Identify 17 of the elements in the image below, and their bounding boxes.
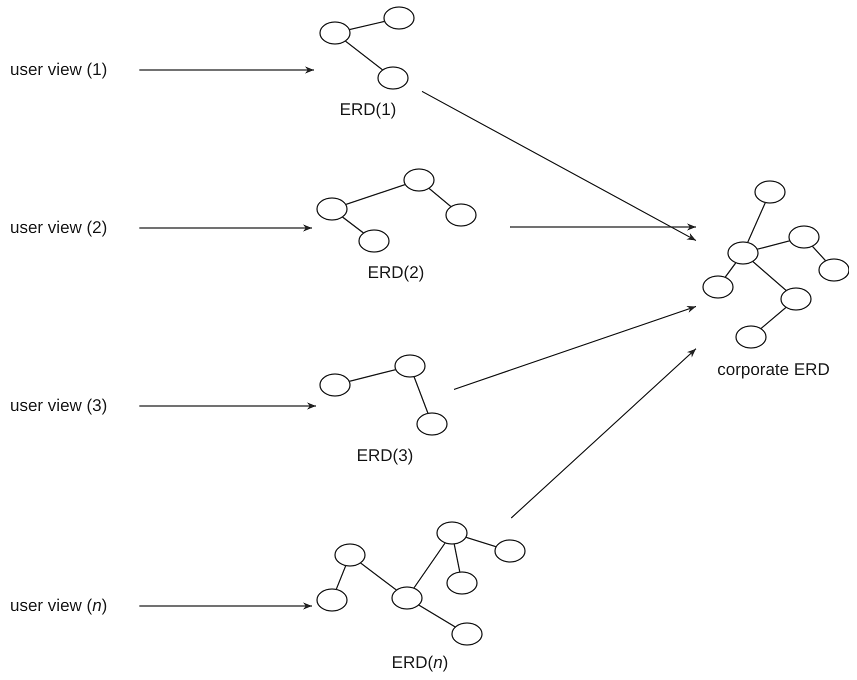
- view-label: user view (n): [10, 595, 108, 617]
- view-label: user view (2): [10, 217, 108, 239]
- arrow: [139, 602, 312, 610]
- view-label: user view (3): [10, 395, 108, 417]
- diagram-label: ERD(1): [338, 99, 398, 121]
- arrow: [454, 306, 696, 390]
- view-label: user view (1): [10, 59, 108, 81]
- diagram-label: corporate ERD: [716, 359, 831, 381]
- arrow: [139, 402, 316, 410]
- diagram-label: ERD(3): [356, 445, 414, 467]
- arrow: [510, 223, 696, 231]
- diagram-label: ERD(n): [390, 652, 450, 674]
- arrow: [139, 66, 314, 74]
- arrow: [422, 90, 696, 242]
- arrow: [510, 348, 696, 518]
- arrow: [139, 224, 312, 232]
- diagram-label: ERD(2): [366, 262, 426, 284]
